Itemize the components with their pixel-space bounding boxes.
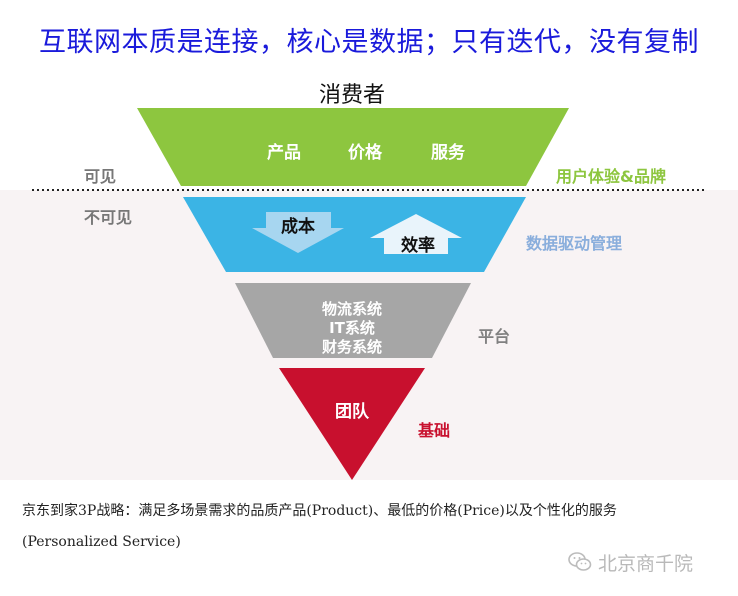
watermark: 北京商千院 [568, 547, 693, 577]
layer-item-efficiency: 效率 [401, 235, 435, 256]
watermark-text: 北京商千院 [598, 552, 694, 575]
layer-item-it: IT系统 [329, 319, 375, 337]
layer-platform-band [235, 283, 471, 358]
invisible-label: 不可见 [84, 208, 132, 227]
page-title: 互联网本质是连接，核心是数据；只有迭代，没有复制 [39, 27, 699, 58]
layer-item-team: 团队 [335, 401, 370, 422]
caption-text: 京东到家3P战略：满足多场景需求的品质产品(Product)、最低的价格(Pri… [22, 503, 617, 550]
layer-item-service: 服务 [431, 142, 466, 163]
side-label-foundation: 基础 [417, 421, 450, 440]
wechat-icon [568, 552, 592, 571]
layer-item-cost: 成本 [281, 216, 315, 237]
layer-item-product: 产品 [267, 142, 301, 163]
consumer-label: 消费者 [319, 83, 385, 108]
side-label-data-driven: 数据驱动管理 [526, 234, 622, 253]
side-label-experience-brand: 用户体验&品牌 [556, 167, 666, 186]
layer-item-finance: 财务系统 [322, 338, 382, 356]
side-label-platform: 平台 [478, 327, 510, 346]
layer-item-logistics: 物流系统 [322, 300, 382, 318]
efficiency-up-arrow [370, 214, 462, 254]
layer-data-driven-band [183, 197, 526, 272]
visible-label: 可见 [84, 167, 116, 186]
layer-foundation-triangle [279, 368, 425, 480]
cost-down-arrow [252, 212, 344, 253]
layer-experience-band [137, 108, 569, 186]
layer-item-price: 价格 [348, 142, 383, 163]
